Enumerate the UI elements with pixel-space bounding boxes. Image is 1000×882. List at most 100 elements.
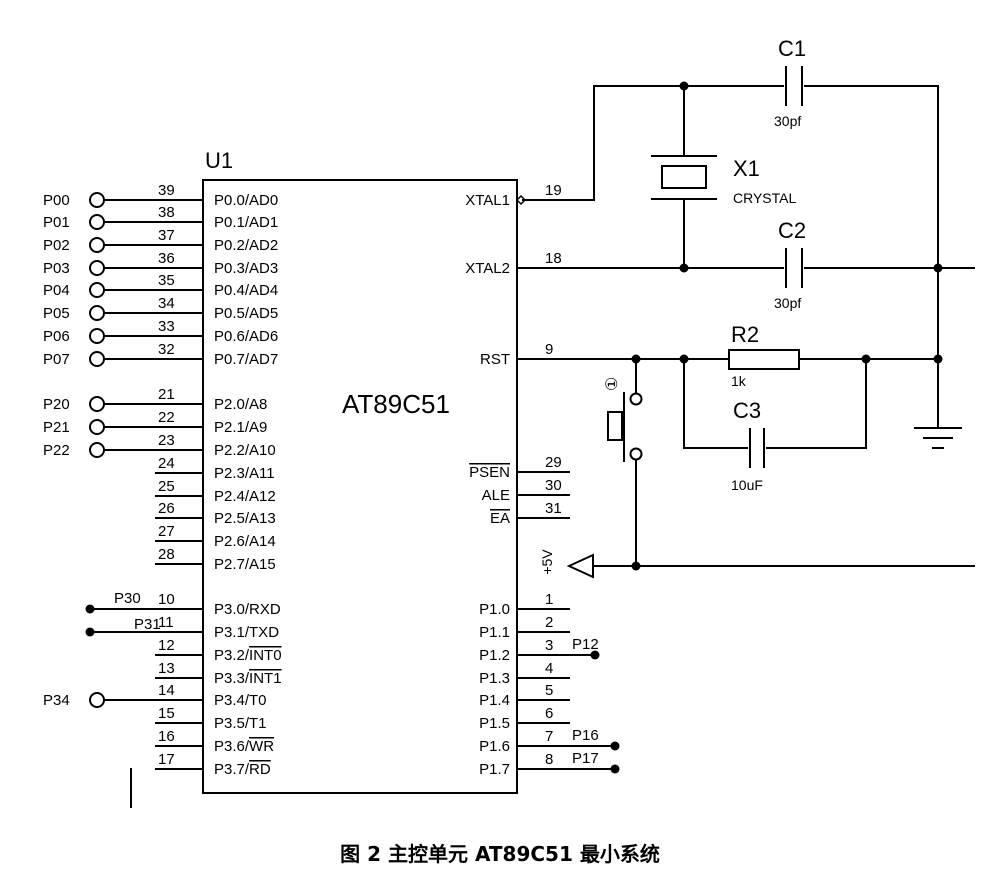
pin-name: P3.2/INT0 [214, 647, 282, 664]
pin-name-prefix: P0.4/AD4 [214, 282, 278, 299]
pin-name-prefix: P0.6/AD6 [214, 328, 278, 345]
pin-name-prefix: P3.4/T0 [214, 692, 267, 709]
net-label: P05 [43, 305, 70, 322]
pin-name: ALE [482, 487, 510, 504]
terminal-circle [89, 692, 105, 708]
chip-part: AT89C51 [342, 389, 450, 419]
pin-name-prefix: P0.3/AD3 [214, 260, 278, 277]
pin-number: 5 [545, 682, 553, 699]
pin-number: 2 [545, 614, 553, 631]
right-pin-2: 2P1.1 [479, 614, 570, 641]
pin-name-prefix: P0.0/AD0 [214, 192, 278, 209]
pin-name: P1.4 [479, 692, 510, 709]
net-label: P02 [43, 237, 70, 254]
pin-number: 15 [158, 705, 175, 722]
pin-number: 14 [158, 682, 175, 699]
net-junction [85, 627, 95, 637]
pin-name: P2.0/A8 [214, 396, 267, 413]
pin-name: P2.6/A14 [214, 533, 276, 550]
pin-number: 22 [158, 409, 175, 426]
pin-name: P1.0 [479, 601, 510, 618]
pin-number: 6 [545, 705, 553, 722]
chip-ref: U1 [205, 148, 233, 173]
pin-name-prefix: P2.0/A8 [214, 396, 267, 413]
pin-name: P1.6 [479, 738, 510, 755]
crystal-body [661, 165, 707, 189]
pin-number: 38 [158, 204, 175, 221]
pin-name-prefix: P2.3/A11 [214, 465, 275, 482]
pin-number: 31 [545, 500, 562, 517]
pin-name: P1.5 [479, 715, 510, 732]
switch-marker: ① [604, 377, 621, 391]
pin-number: 33 [158, 318, 175, 335]
terminal-circle [89, 442, 105, 458]
pin-number: 34 [158, 295, 175, 312]
pin-number: 9 [545, 341, 553, 358]
pin-name-prefix: P3.1/TXD [214, 624, 279, 641]
switch-button [607, 411, 623, 441]
c3-value: 10uF [731, 477, 763, 493]
pin-name: RST [480, 351, 510, 368]
pin-name: P3.7/RD [214, 761, 271, 778]
pin-number: 24 [158, 455, 175, 472]
terminal-circle [89, 237, 105, 253]
pin-name: P1.3 [479, 670, 510, 687]
r2-value: 1k [731, 373, 747, 389]
c3-right-wire [766, 359, 867, 449]
pin-name-prefix: P0.5/AD5 [214, 305, 278, 322]
c1-right-wire [804, 85, 939, 268]
pin-number: 32 [158, 341, 175, 358]
c1-ref: C1 [778, 36, 806, 61]
pin-name-prefix: P2.1/A9 [214, 419, 267, 436]
pin-number: 10 [158, 591, 175, 608]
net-label: P00 [43, 192, 70, 209]
terminal-circle [89, 351, 105, 367]
terminal-circle [89, 396, 105, 412]
x1-ref: X1 [733, 156, 760, 181]
pin-number: 4 [545, 660, 553, 677]
pin-number: 17 [158, 751, 175, 768]
pin-number: 13 [158, 660, 175, 677]
pin-name: EA [490, 510, 510, 527]
pin-name-overline: RD [249, 761, 271, 778]
net-label: P17 [572, 750, 599, 767]
power-label: +5V [539, 549, 555, 575]
pin-name-prefix: P0.1/AD1 [214, 214, 278, 231]
terminal-circle [89, 419, 105, 435]
net-junction [610, 764, 620, 774]
pin-name: P0.6/AD6 [214, 328, 278, 345]
junction-power-switch [631, 561, 641, 571]
terminal-circle [89, 214, 105, 230]
pin-name: P3.5/T1 [214, 715, 267, 732]
net-label: P07 [43, 351, 70, 368]
pin-name: P2.4/A12 [214, 488, 276, 505]
pin-name-prefix: P0.7/AD7 [214, 351, 278, 368]
pin-name: P0.1/AD1 [214, 214, 278, 231]
pin-name: P0.3/AD3 [214, 260, 278, 277]
net-label: P01 [43, 214, 70, 231]
net-label: P30 [114, 590, 141, 607]
net-label: P31 [134, 616, 161, 633]
right-pin-1: 1P1.0 [479, 591, 570, 618]
r2-body [728, 349, 800, 370]
pin-name-prefix: P3.0/RXD [214, 601, 281, 618]
figure-caption: 图 2 主控单元 AT89C51 最小系统 [340, 842, 660, 866]
pin-number: 8 [545, 751, 553, 768]
net-label: P22 [43, 442, 70, 459]
c2-ref: C2 [778, 218, 806, 243]
pin-name: P1.7 [479, 761, 510, 778]
